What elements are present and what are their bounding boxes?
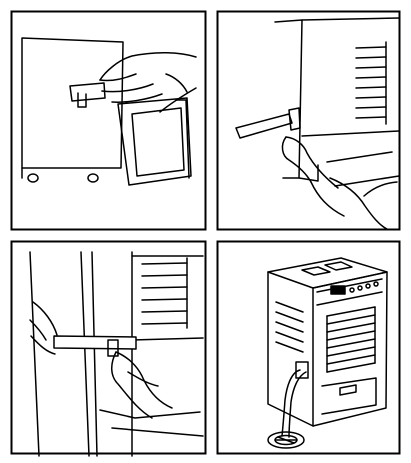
illustration-canvas (0, 0, 411, 463)
instruction-illustration-page (0, 0, 411, 463)
